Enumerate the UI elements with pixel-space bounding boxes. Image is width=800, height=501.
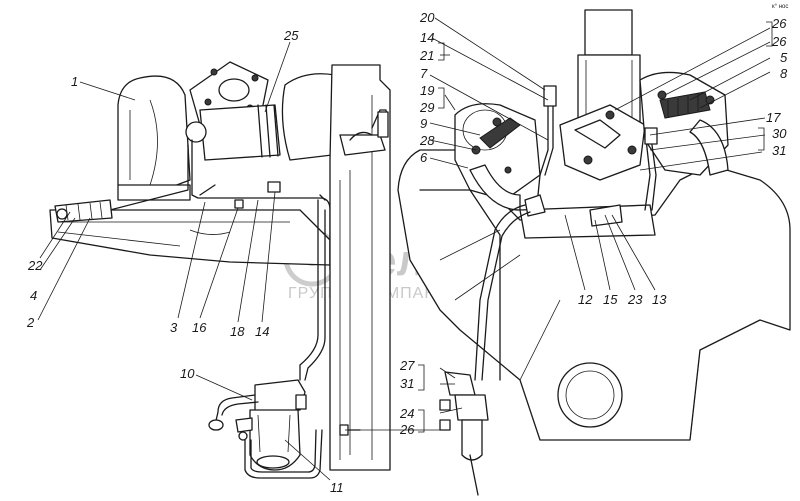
callout-4: 4 [30,288,37,303]
callout-14-left: 14 [255,324,269,339]
callout-26-second: 26 [771,34,787,49]
lower-bracket [444,371,476,396]
fuel-line-left [537,104,549,196]
callout-3: 3 [170,320,178,335]
callout-7: 7 [420,66,428,81]
callout-6: 6 [420,150,428,165]
fuel-line-right [644,129,651,211]
right-view [397,9,791,496]
callout-17: 17 [766,110,781,125]
deck-fitting [589,204,623,227]
callout-20: 20 [419,10,435,25]
oil-filter-canister [249,409,301,471]
bracket-top [339,134,386,156]
callout-labels: 1 25 22 4 2 3 16 18 14 10 11 20 14 21 7 … [26,10,788,495]
turbocharger-flange [117,184,191,201]
callout-18: 18 [230,324,245,339]
callout-31-top: 31 [772,143,786,158]
left-view [49,61,391,479]
right-rocker-arm [659,91,711,119]
left-base-hatching [57,221,290,247]
callout-14-right: 14 [420,30,434,45]
callout-15: 15 [603,292,618,307]
callout-19: 19 [420,83,434,98]
callout-21: 21 [419,48,434,63]
filter-inlet-line [214,394,256,426]
pipe-ribs [257,104,279,158]
callout-23: 23 [627,292,643,307]
drain-line [474,204,526,381]
inlet-fitting [208,419,224,431]
callout-27: 27 [399,358,415,373]
callout-30: 30 [772,126,787,141]
callout-12: 12 [578,292,593,307]
filter-return-line [244,429,323,479]
air-intake-column [584,9,633,56]
elbow-pipe [281,73,336,161]
callout-31-bottom: 31 [400,376,414,391]
exhaust-outlet-hole [218,78,250,102]
callout-9: 9 [420,116,427,131]
callout-26-bottom: 26 [399,422,415,437]
fitting-14 [267,181,281,193]
fuel-fitting-top [543,85,557,107]
callout-2: 2 [26,315,35,330]
compressor-pipe [199,104,281,161]
corner-mark: к° нос [772,4,788,10]
crank-bore [557,362,623,428]
turbocharger-body [117,75,191,196]
fitting-top [377,111,389,138]
oil-fitting-22 [54,199,113,223]
housing-column [329,64,391,471]
callout-22: 22 [27,258,43,273]
callout-10: 10 [180,366,195,381]
filter-plug [295,394,307,410]
right-exhaust-bend [689,119,729,176]
turbocharger-shading [129,99,158,186]
pipe-clamp [185,121,207,143]
callout-26-top: 26 [771,16,787,31]
callout-1: 1 [71,74,78,89]
left-exhaust-bend [469,164,521,211]
callout-29: 29 [419,100,434,115]
callout-5: 5 [780,50,788,65]
callout-16: 16 [192,320,207,335]
left-base-plate [49,209,331,266]
oil-line-down [299,199,319,381]
callout-13: 13 [652,292,667,307]
leader-lines [37,17,773,481]
callout-24: 24 [399,406,414,421]
lower-filter [461,419,483,461]
callout-8: 8 [780,66,788,81]
callout-11: 11 [330,480,344,495]
callout-25: 25 [283,28,299,43]
callout-28: 28 [419,133,435,148]
